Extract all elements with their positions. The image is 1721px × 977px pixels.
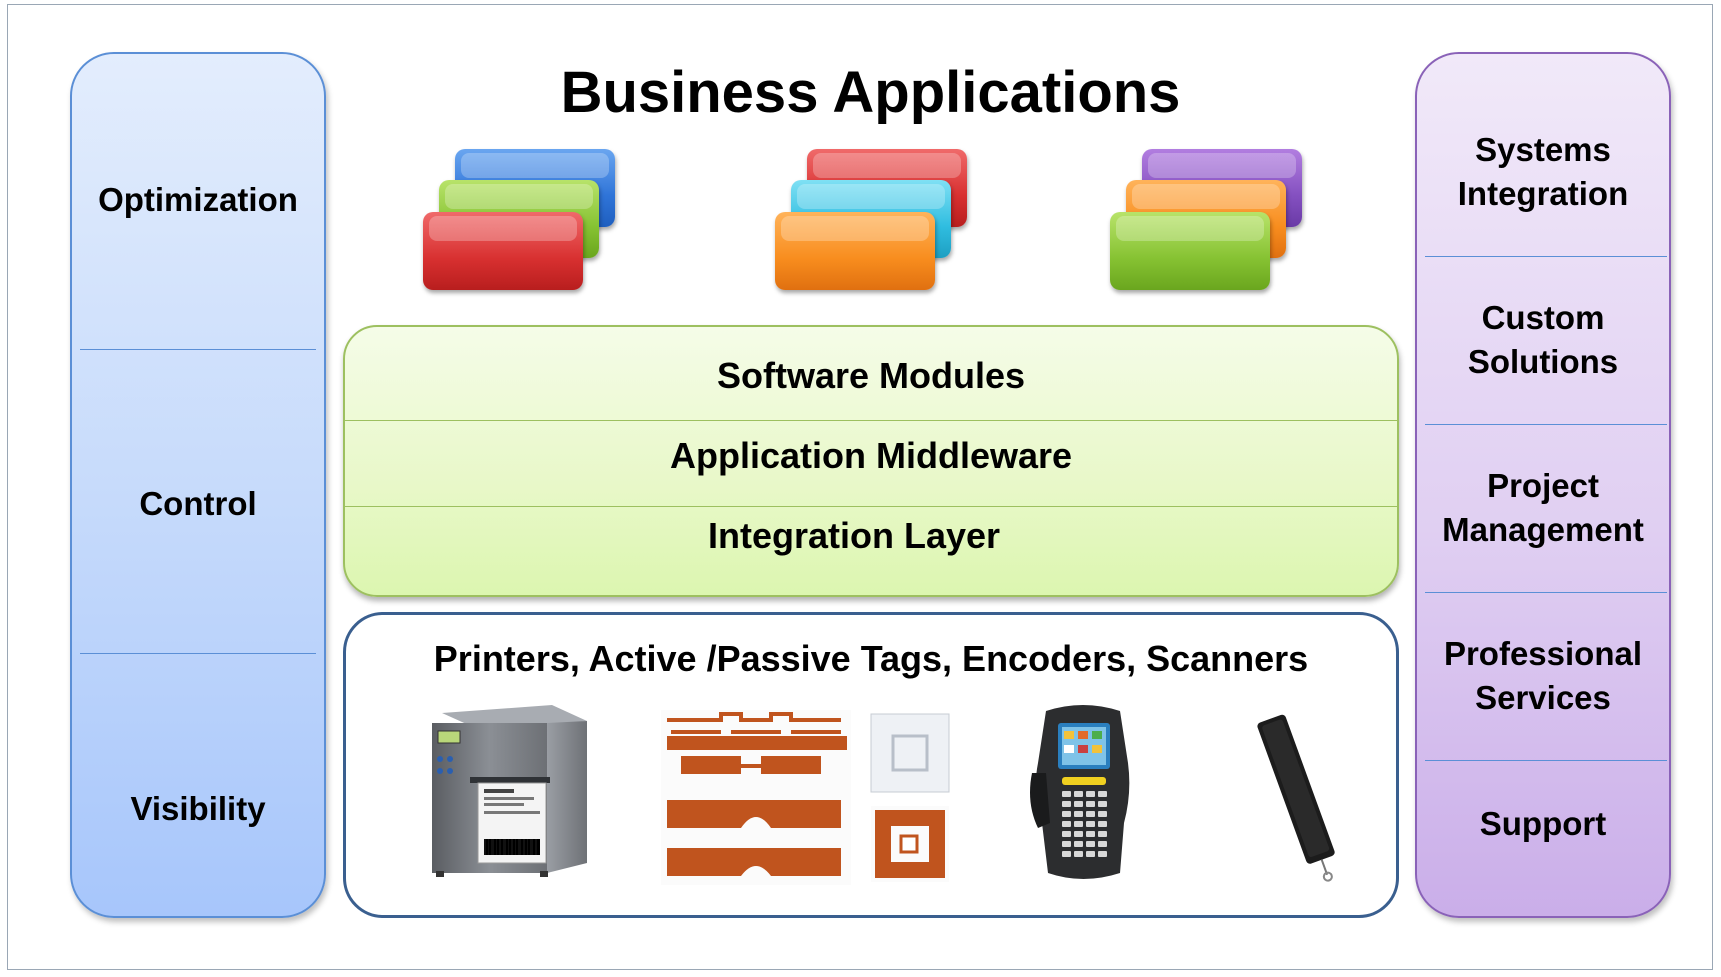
service-professional-services: Professional Services (1443, 635, 1643, 716)
active-tag-image (1257, 714, 1335, 882)
hardware-box: Printers, Active /Passive Tags, Encoders… (343, 612, 1399, 918)
capability-control: Control (139, 485, 257, 522)
service-divider (1425, 424, 1667, 425)
layer-application-middleware: Application Middleware (669, 435, 1073, 476)
software-stack: Software Modules Application Middleware … (343, 325, 1399, 597)
service-divider (1425, 592, 1667, 593)
layer-integration-layer: Integration Layer (707, 515, 1001, 556)
service-project-management: Project Management (1442, 467, 1644, 548)
capability-visibility: Visibility (130, 790, 266, 827)
scanner-image (1030, 705, 1130, 879)
service-systems-integration: Systems Integration (1457, 131, 1629, 212)
diagram-title: Business Applications (560, 60, 1181, 125)
app-card (1110, 212, 1270, 290)
hardware-title: Printers, Active /Passive Tags, Encoders… (433, 638, 1309, 679)
app-card (423, 212, 583, 290)
printer-image (432, 705, 587, 877)
service-divider (1425, 760, 1667, 761)
services-column: Systems Integration Custom Solutions Pro… (1415, 52, 1671, 918)
layer-divider (345, 420, 1397, 421)
service-divider (1425, 256, 1667, 257)
layer-software-modules: Software Modules (716, 355, 1026, 396)
capability-divider (80, 349, 316, 350)
service-custom-solutions: Custom Solutions (1467, 299, 1619, 380)
passive-tags-image (661, 710, 950, 885)
service-support: Support (1479, 805, 1607, 842)
capability-divider (80, 653, 316, 654)
layer-divider (345, 506, 1397, 507)
capability-optimization: Optimization (98, 181, 298, 218)
app-card (775, 212, 935, 290)
capabilities-column: Optimization Control Visibility (70, 52, 326, 918)
